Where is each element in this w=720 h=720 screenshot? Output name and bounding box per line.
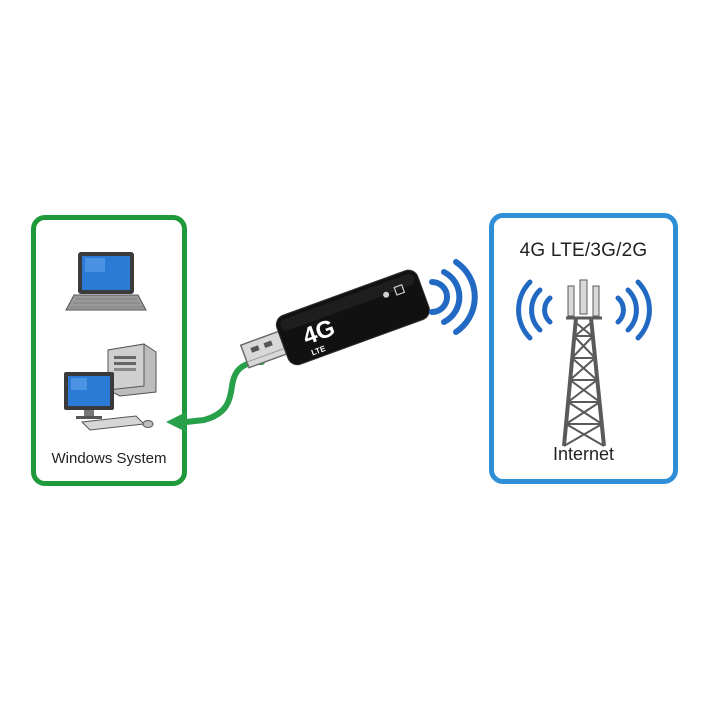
computer-devices [64, 252, 157, 431]
cell-tower-icon [562, 279, 606, 447]
desktop-pc-icon [64, 343, 157, 431]
laptop-icon [65, 252, 147, 311]
usb-dongle-icon: 4G LTE [239, 269, 430, 369]
internet-panel: 4G LTE/3G/2G [489, 213, 678, 484]
wifi-signal-icon [429, 259, 478, 335]
windows-system-label: Windows System [51, 450, 167, 467]
network-type-label: 4G LTE/3G/2G [519, 240, 648, 261]
tower-signal-right-icon [615, 279, 652, 341]
windows-system-panel: Windows System [31, 215, 187, 486]
cell-tower-graphic [516, 279, 652, 447]
internet-label: Internet [552, 444, 615, 464]
cable-arrow-icon [166, 359, 265, 432]
tower-signal-left-icon [516, 279, 553, 341]
